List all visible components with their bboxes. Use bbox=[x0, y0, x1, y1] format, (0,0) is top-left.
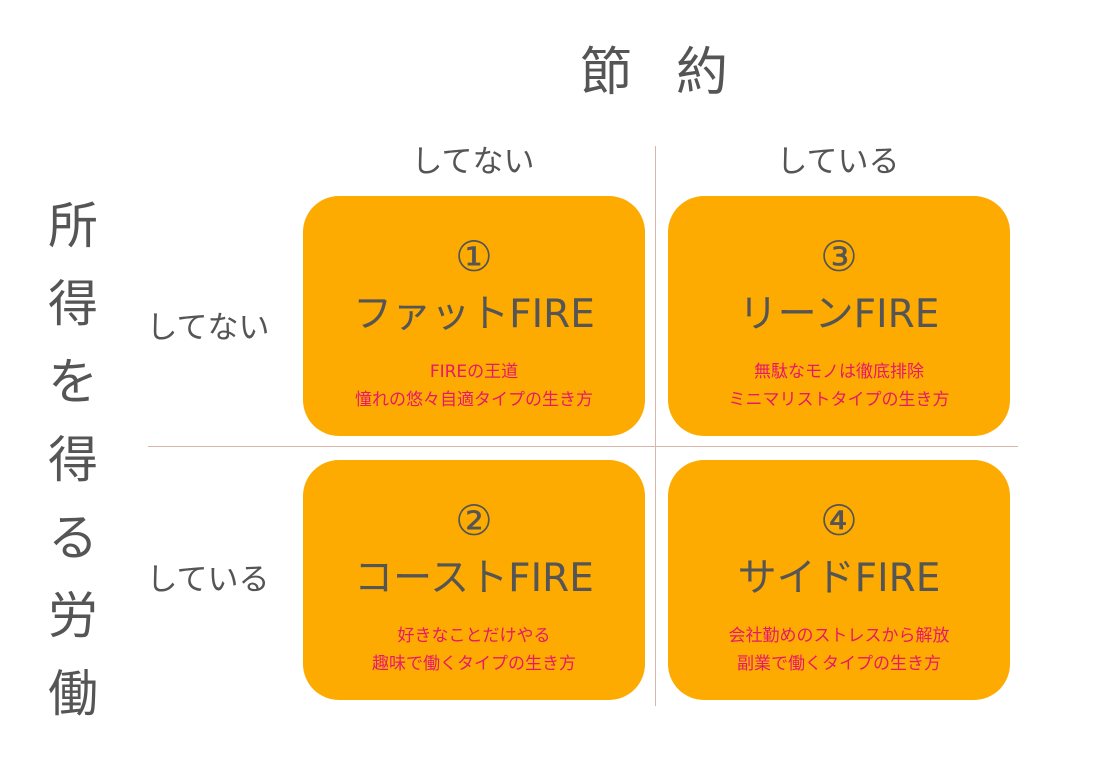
quadrant-description-line-1: 無駄なモノは徹底排除 bbox=[754, 362, 924, 382]
y-axis-title: 所 得 を 得 る 労 働 bbox=[38, 196, 108, 742]
quadrant-description-line-1: 好きなことだけやる bbox=[397, 626, 551, 646]
y-axis-title-char-4: 得 bbox=[48, 431, 98, 489]
y-axis-title-char-3: を bbox=[48, 353, 98, 411]
quadrant-coast-fire: ② コーストFIRE 好きなことだけやる 趣味で働くタイプの生き方 bbox=[303, 460, 645, 700]
quadrant-description-line-2: ミニマリストタイプの生き方 bbox=[728, 390, 950, 410]
x-axis-title-char-2: 約 bbox=[676, 43, 729, 103]
quadrant-name: サイドFIRE bbox=[737, 556, 941, 601]
y-axis-title-char-2: 得 bbox=[48, 275, 98, 333]
quadrant-name: ファットFIRE bbox=[353, 292, 595, 337]
y-axis-title-char-5: る bbox=[48, 509, 98, 567]
quadrant-lean-fire: ③ リーンFIRE 無駄なモノは徹底排除 ミニマリストタイプの生き方 bbox=[668, 196, 1010, 436]
quadrant-number: ① bbox=[455, 232, 493, 281]
y-axis-title-char-7: 働 bbox=[48, 665, 98, 723]
quadrant-number: ② bbox=[455, 496, 493, 545]
row-label-doing: している bbox=[146, 562, 270, 598]
y-axis-title-char-6: 労 bbox=[48, 587, 98, 645]
quadrant-name: コーストFIRE bbox=[354, 556, 594, 601]
column-label-doing: している bbox=[776, 144, 900, 180]
quadrant-fat-fire: ① ファットFIRE FIREの王道 憧れの悠々自適タイプの生き方 bbox=[303, 196, 645, 436]
quadrant-description-line-2: 趣味で働くタイプの生き方 bbox=[372, 654, 576, 674]
vertical-divider bbox=[655, 146, 656, 706]
quadrant-description-line-1: FIREの王道 bbox=[429, 362, 519, 382]
quadrant-number: ④ bbox=[820, 496, 858, 545]
quadrant-description: 無駄なモノは徹底排除 ミニマリストタイプの生き方 bbox=[668, 358, 1010, 414]
quadrant-name: リーンFIRE bbox=[738, 292, 940, 337]
quadrant-description: 会社勤めのストレスから解放 副業で働くタイプの生き方 bbox=[668, 622, 1010, 678]
quadrant-description-line-1: 会社勤めのストレスから解放 bbox=[728, 626, 950, 646]
quadrant-description-line-2: 副業で働くタイプの生き方 bbox=[737, 654, 941, 674]
quadrant-side-fire: ④ サイドFIRE 会社勤めのストレスから解放 副業で働くタイプの生き方 bbox=[668, 460, 1010, 700]
x-axis-title-char-1: 節 bbox=[580, 43, 633, 103]
horizontal-divider bbox=[148, 446, 1018, 447]
y-axis-title-char-1: 所 bbox=[48, 197, 98, 255]
quadrant-number: ③ bbox=[820, 232, 858, 281]
quadrant-description: 好きなことだけやる 趣味で働くタイプの生き方 bbox=[303, 622, 645, 678]
quadrant-description: FIREの王道 憧れの悠々自適タイプの生き方 bbox=[303, 358, 645, 414]
quadrant-description-line-2: 憧れの悠々自適タイプの生き方 bbox=[355, 390, 593, 410]
row-label-not-doing: してない bbox=[146, 310, 270, 346]
x-axis-title: 節 約 bbox=[580, 38, 740, 108]
column-label-not-doing: してない bbox=[411, 144, 535, 180]
